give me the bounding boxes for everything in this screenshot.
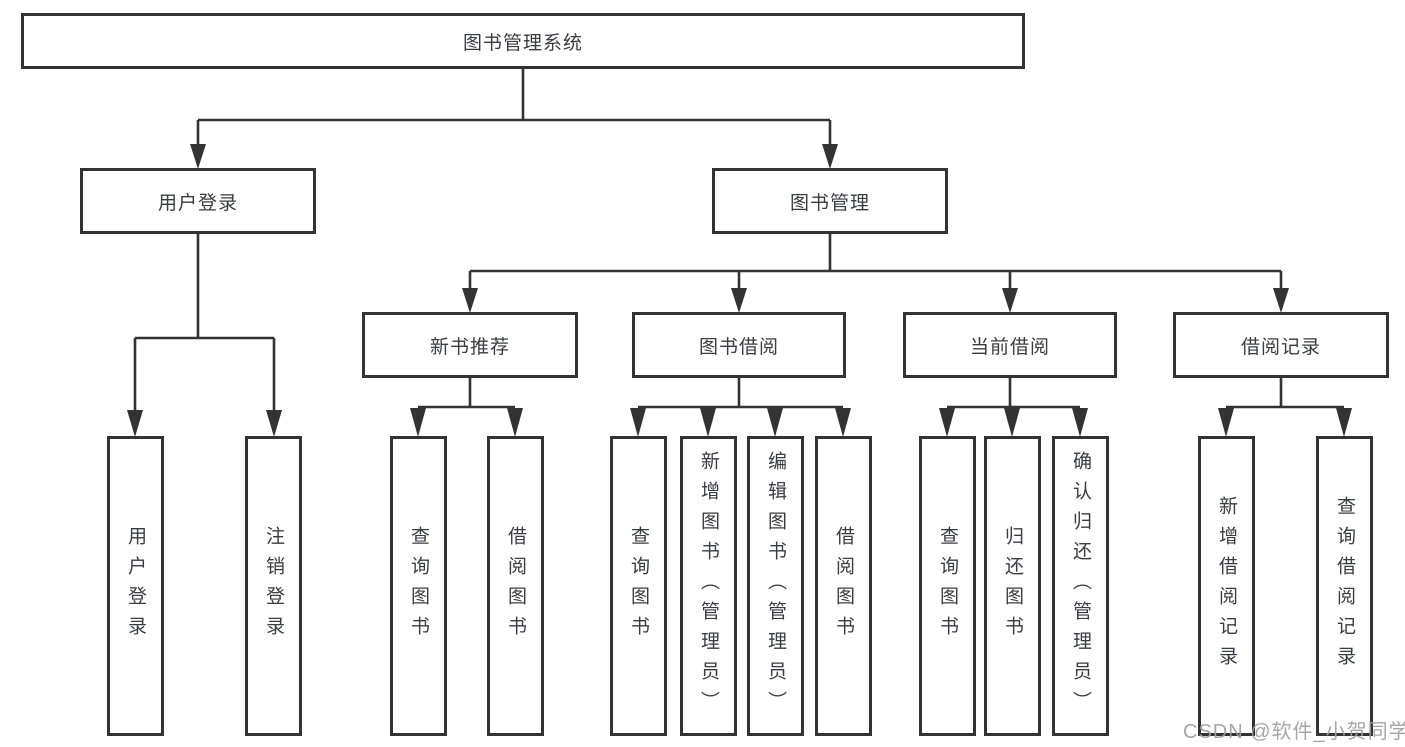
leaf-borrow-books-recommend: 借阅图书: [487, 436, 544, 736]
node-library-management-system: 图书管理系统: [21, 13, 1025, 69]
leaf-add-borrow-record: 新增借阅记录: [1198, 436, 1255, 736]
leaf-edit-books-admin: 编辑图书（管理员）: [747, 436, 804, 736]
node-new-book-recommend: 新书推荐: [362, 312, 578, 378]
csdn-watermark: CSDN @软件_小贺同学: [1183, 721, 1405, 743]
node-borrow-records: 借阅记录: [1173, 312, 1389, 378]
leaf-return-books: 归还图书: [984, 436, 1041, 736]
node-user-login: 用户登录: [80, 168, 316, 234]
connector-currentborrow-to-leaves: [939, 378, 1088, 437]
leaf-query-books-recommend: 查询图书: [390, 436, 447, 736]
leaf-query-borrow-record: 查询借阅记录: [1316, 436, 1373, 736]
node-book-borrow: 图书借阅: [632, 312, 846, 378]
leaf-add-books-admin: 新增图书（管理员）: [680, 436, 737, 736]
connector-records-to-leaves: [1218, 378, 1352, 437]
leaf-query-books-current: 查询图书: [919, 436, 976, 736]
connector-newbook-to-leaves: [410, 378, 523, 437]
leaf-user-login: 用户登录: [107, 436, 164, 736]
connector-root-to-level2: [190, 69, 838, 169]
leaf-query-books-borrow: 查询图书: [610, 436, 667, 736]
connector-bookmgmt-to-level3: [462, 234, 1289, 313]
node-book-management: 图书管理: [712, 168, 948, 234]
leaf-borrow-books: 借阅图书: [815, 436, 872, 736]
leaf-confirm-return-admin: 确认归还（管理员）: [1052, 436, 1109, 736]
connector-bookborrow-to-leaves: [630, 378, 851, 437]
node-current-borrow: 当前借阅: [903, 312, 1117, 378]
connector-userlogin-to-leaves: [127, 234, 282, 437]
leaf-logout: 注销登录: [245, 436, 302, 736]
